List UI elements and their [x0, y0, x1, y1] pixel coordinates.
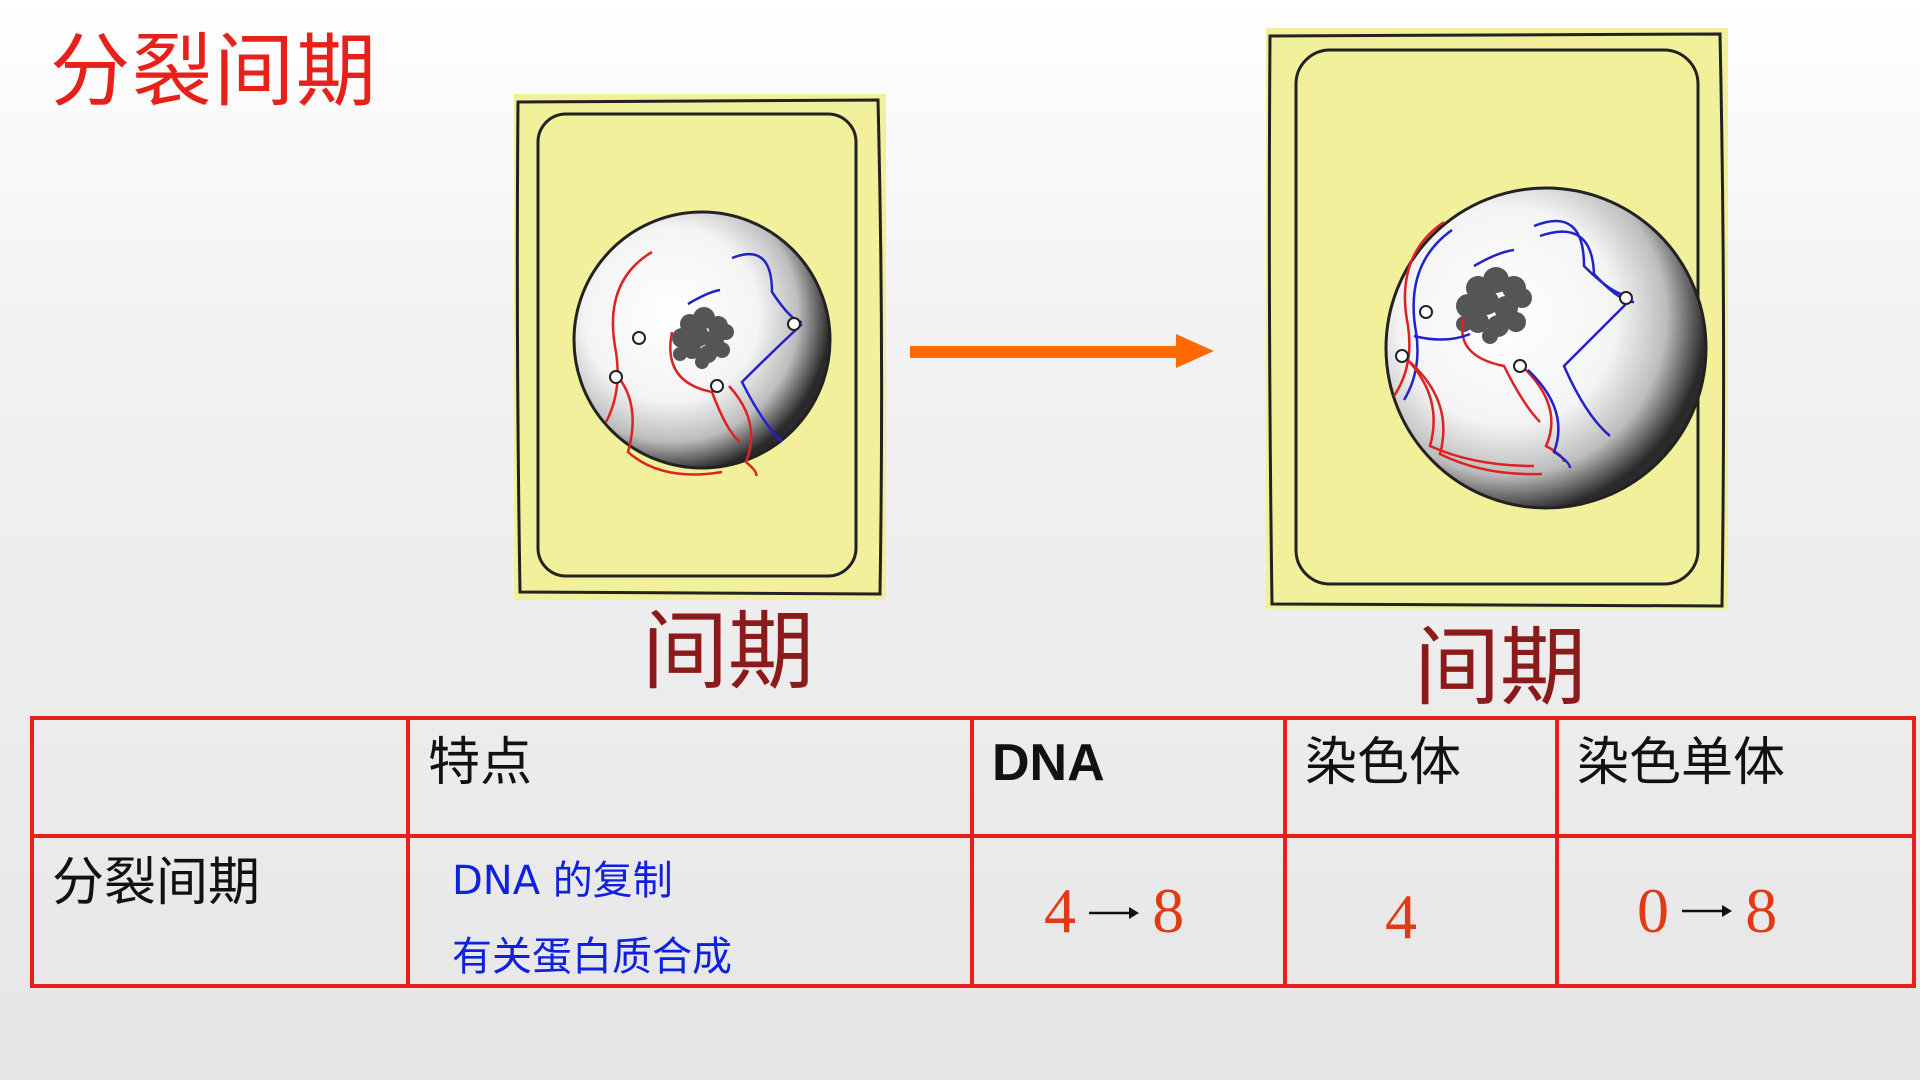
- chromosome-count: 4: [1385, 881, 1417, 952]
- dna-cell: 4 8: [970, 834, 1287, 988]
- table-header-chromosome: 染色体: [1283, 716, 1559, 838]
- table-header-dna: DNA: [970, 716, 1287, 838]
- cell-figure-left: [512, 92, 888, 602]
- right-arrow-icon: [910, 328, 1218, 378]
- small-arrow-icon: [1682, 904, 1733, 917]
- cell-membrane: [536, 112, 858, 578]
- table-header-features: 特点: [406, 716, 974, 838]
- cell-label-left: 间期: [642, 602, 814, 702]
- chromatid-from: 0: [1637, 875, 1669, 946]
- slide-title: 分裂间期: [50, 25, 378, 118]
- feature-line: DNA 的复制: [452, 858, 673, 904]
- chromosome-cell: 4: [1283, 834, 1559, 988]
- feature-line: 有关蛋白质合成: [452, 934, 732, 980]
- row-name: 分裂间期: [52, 853, 261, 913]
- nucleolus: [1456, 267, 1532, 344]
- table-header-chromatid: 染色单体: [1555, 716, 1916, 838]
- nucleus: [1384, 186, 1708, 510]
- chromatin: [1392, 219, 1635, 476]
- table-header-empty: [30, 716, 410, 838]
- dna-from: 4: [1044, 875, 1076, 946]
- table-row: 分裂间期 DNA 的复制 有关蛋白质合成 4 8 4: [30, 834, 1916, 988]
- chromatid-to: 8: [1745, 875, 1778, 946]
- row-name-cell: 分裂间期: [30, 834, 410, 988]
- nucleolus: [672, 307, 734, 369]
- small-arrow-icon: [1089, 906, 1140, 919]
- cell-drawing-left: [514, 94, 886, 600]
- dna-to: 8: [1152, 875, 1185, 946]
- cell-drawing-right: [1266, 28, 1728, 609]
- cell-label-right: 间期: [1414, 618, 1586, 718]
- chromatid-cell: 0 8: [1555, 834, 1916, 988]
- table-header-row: 特点 DNA 染色体 染色单体: [30, 716, 1916, 838]
- centromeres: [609, 317, 801, 393]
- features-cell: DNA 的复制 有关蛋白质合成: [406, 834, 974, 988]
- cell-figure-right: [1264, 26, 1730, 611]
- centromeres: [1395, 291, 1633, 373]
- phase-table: 特点 DNA 染色体 染色单体 分裂间期 DNA 的复制 有关蛋白质合成 4 8: [30, 716, 1916, 988]
